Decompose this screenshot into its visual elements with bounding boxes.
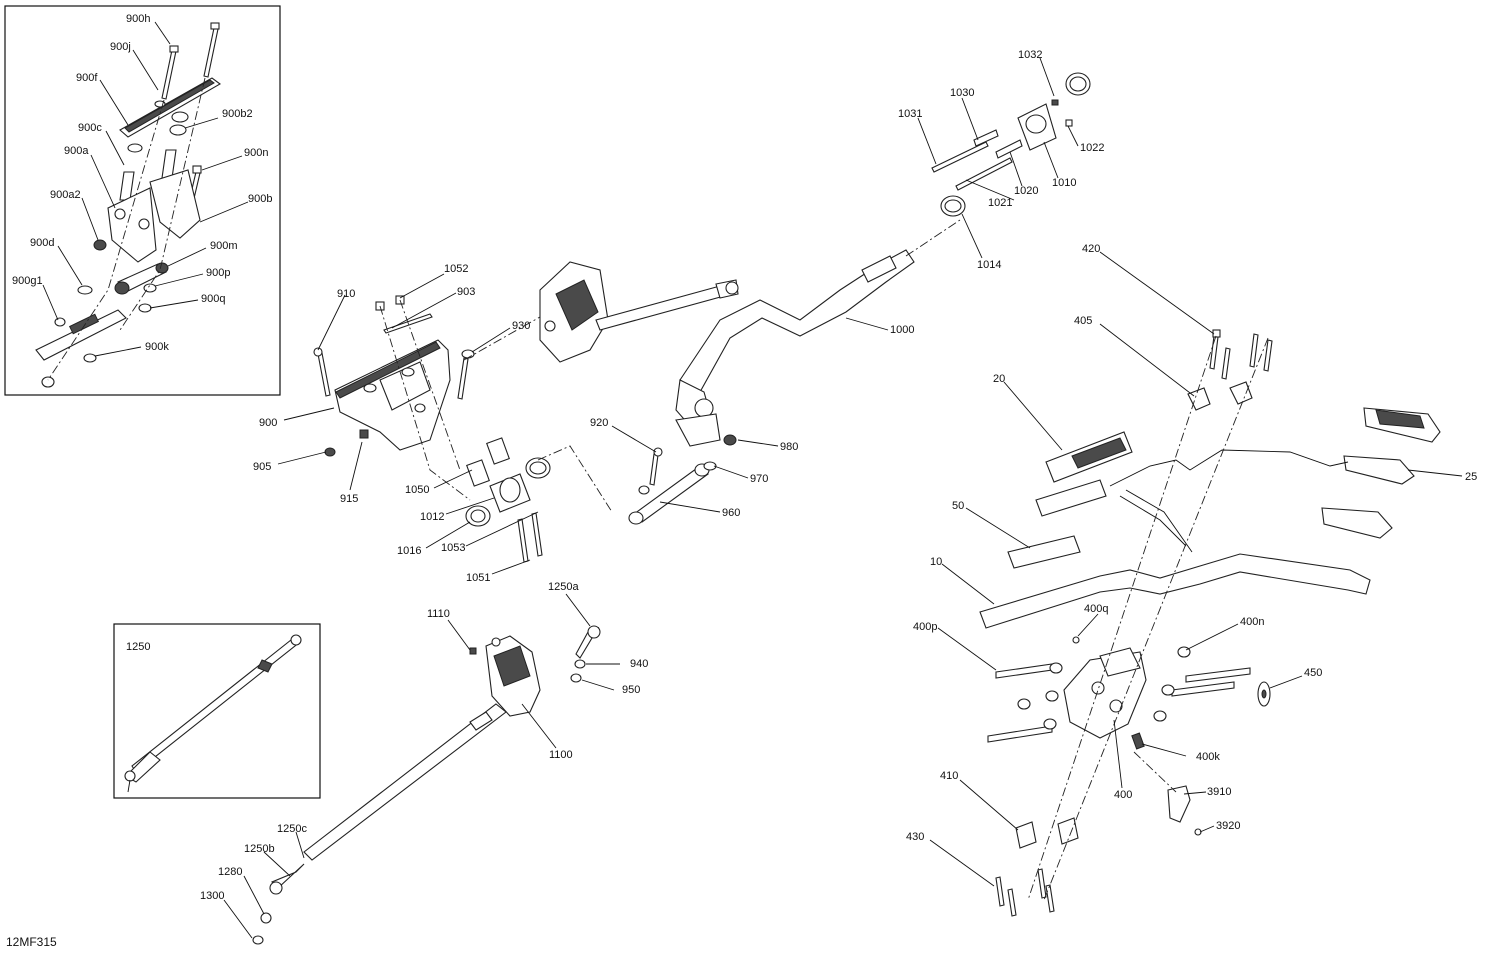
callout-1031: 1031 [898,108,922,120]
lower-gearbox-1100: 1110 1250a 940 950 1100 1250c 1250b 1280… [200,581,648,945]
callout-400n: 400n [1240,616,1264,628]
callout-950: 950 [622,684,640,696]
callout-900j: 900j [110,41,131,53]
callout-903: 903 [457,286,475,298]
tie-link-960: 920 980 970 960 [590,417,798,525]
callout-1100: 1100 [549,749,573,761]
callout-900a: 900a [64,145,89,157]
callout-900a2: 900a2 [50,189,81,201]
callout-1250b: 1250b [244,843,275,855]
callout-1300: 1300 [200,890,224,902]
callout-970: 970 [750,473,768,485]
callout-900p: 900p [206,267,230,279]
callout-430: 430 [906,831,924,843]
callout-1022: 1022 [1080,142,1104,154]
callout-1016: 1016 [397,545,421,557]
callout-920: 920 [590,417,608,429]
callout-1010: 1010 [1052,177,1076,189]
callout-930: 930 [512,320,530,332]
diagram-code: 12MF315 [6,935,57,949]
handlebar-assembly: 420 405 20 25 50 10 400q 400p 400n 450 4… [906,243,1477,917]
clamp-1010-cluster: 1032 1030 1031 1022 1010 1020 1021 1014 [898,49,1104,271]
callout-3920: 3920 [1216,820,1240,832]
steering-support-900: 910 1052 903 930 900 905 915 [253,263,571,505]
callout-1050: 1050 [405,484,429,496]
callout-900: 900 [259,417,277,429]
callout-3910: 3910 [1207,786,1231,798]
callout-900n: 900n [244,147,268,159]
callout-1053: 1053 [441,542,465,554]
callout-900q: 900q [201,293,225,305]
callout-10: 10 [930,556,942,568]
callout-900c: 900c [78,122,102,134]
callout-1280: 1280 [218,866,242,878]
callout-20: 20 [993,373,1005,385]
callout-1030: 1030 [950,87,974,99]
callout-940: 940 [630,658,648,670]
callout-960: 960 [722,507,740,519]
callout-915: 915 [340,493,358,505]
callout-410: 410 [940,770,958,782]
callout-1021: 1021 [988,197,1012,209]
callout-400p: 400p [913,621,937,633]
callout-1250a: 1250a [548,581,579,593]
callout-50: 50 [952,500,964,512]
callout-25: 25 [1465,471,1477,483]
callout-980: 980 [780,441,798,453]
callout-1000: 1000 [890,324,914,336]
callout-1014: 1014 [977,259,1001,271]
callout-900k: 900k [145,341,169,353]
callout-900b: 900b [248,193,272,205]
callout-400: 400 [1114,789,1132,801]
callout-905: 905 [253,461,271,473]
callout-1250: 1250 [126,641,150,653]
callout-1051: 1051 [466,572,490,584]
callout-420: 420 [1082,243,1100,255]
callout-1052: 1052 [444,263,468,275]
callout-900d: 900d [30,237,54,249]
callout-900h: 900h [126,13,150,25]
steering-column-1000: 1000 [675,219,961,447]
callout-1020: 1020 [1014,185,1038,197]
callout-450: 450 [1304,667,1322,679]
callout-1032: 1032 [1018,49,1042,61]
inset-900-detail: 900h 900j 900f 900b2 900c 900n 900a 900b… [4,5,281,396]
callout-400k: 400k [1196,751,1220,763]
callout-1110: 1110 [427,608,450,620]
callout-900b2: 900b2 [222,108,253,120]
callout-1012: 1012 [420,511,444,523]
bearing-block-1012: 1050 1012 1016 1053 1051 [397,437,613,584]
callout-400q: 400q [1084,603,1108,615]
callout-900g1: 900g1 [12,275,43,287]
callout-910: 910 [337,288,355,300]
callout-405: 405 [1074,315,1092,327]
upper-gearbox [539,261,739,363]
callout-1250c: 1250c [277,823,307,835]
callout-900m: 900m [210,240,238,252]
inset-1250-detail: 1250 [113,623,321,799]
callout-900f: 900f [76,72,98,84]
